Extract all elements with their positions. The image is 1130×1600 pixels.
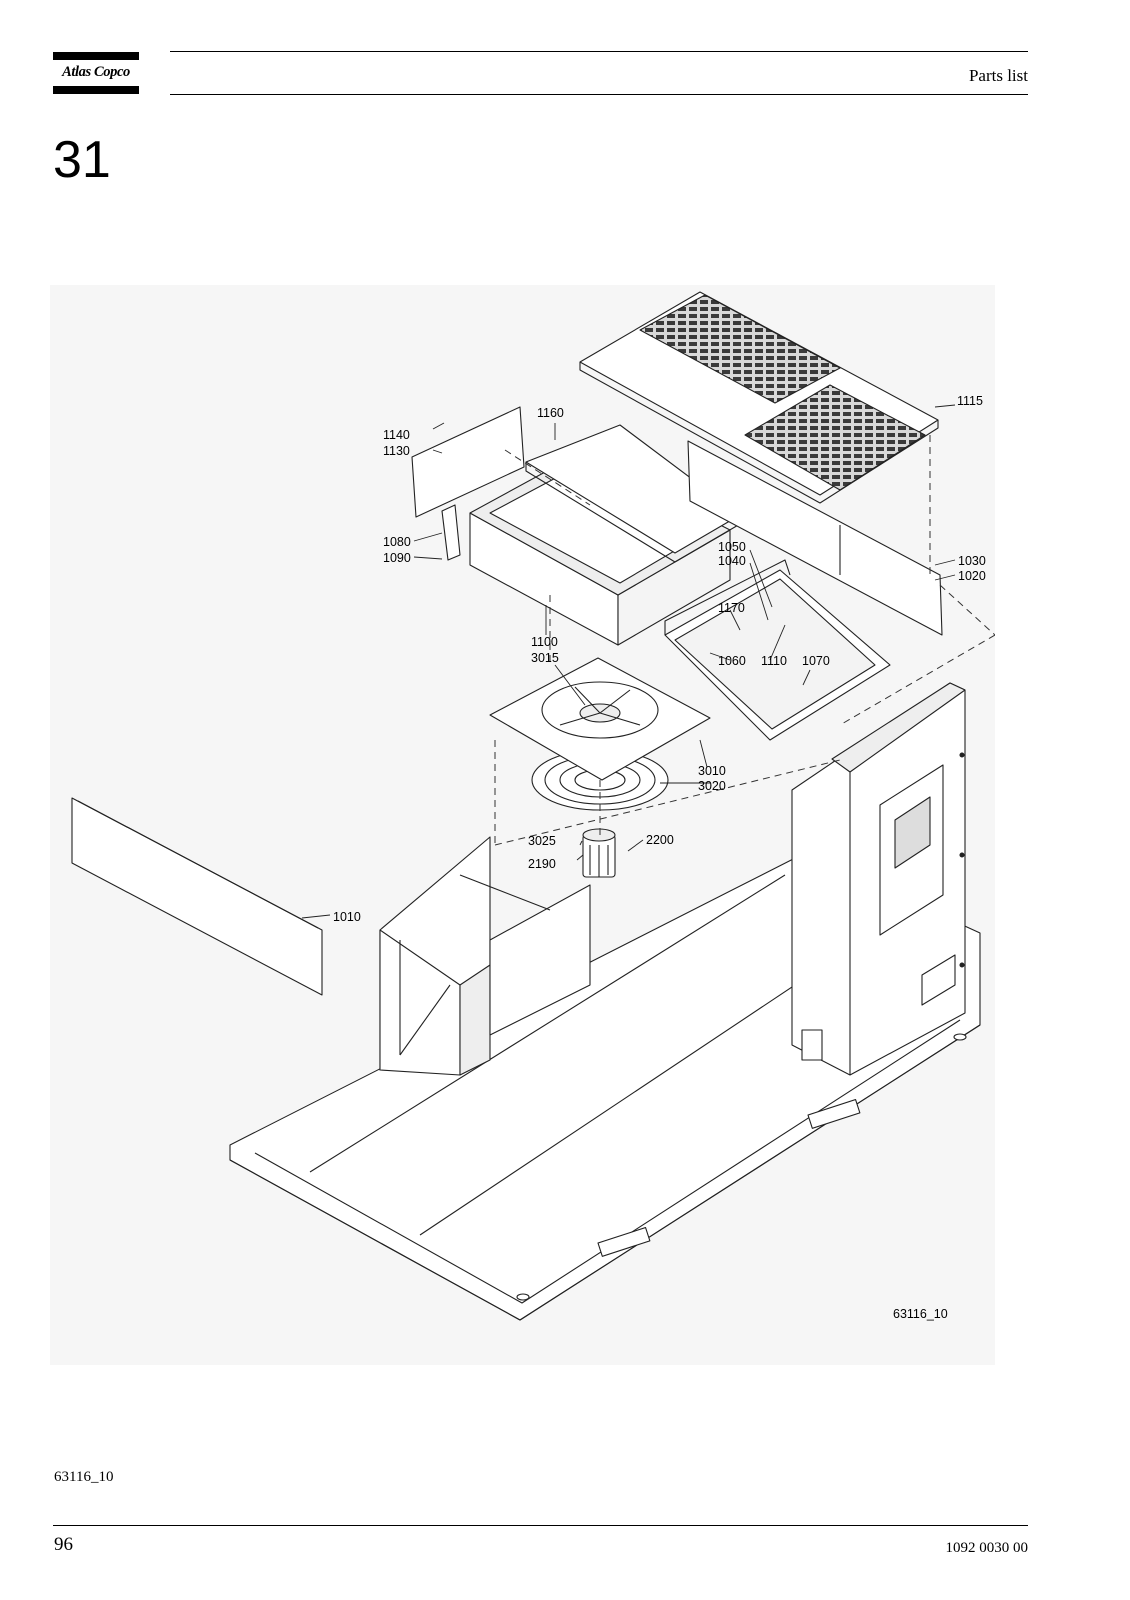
callout-2200: 2200 [646,833,674,847]
enclosure-box [469,452,731,646]
exploded-parts-drawing: 1010 1020 1030 1040 1050 1060 1070 1080 … [50,285,995,1365]
callout-3015: 3015 [531,651,559,665]
rear-panel-1030 [687,440,943,636]
header-title: Parts list [968,66,1028,85]
callout-1070: 1070 [802,654,830,668]
document-number: 1092 0030 00 [945,1540,1029,1556]
logo-wordmark: Atlas Copco [62,64,130,80]
callout-1100: 1100 [531,635,558,649]
callout-1040: 1040 [718,554,746,568]
callout-1050: 1050 [718,540,746,554]
callout-1020: 1020 [958,569,986,583]
figure-caption: 63116_10 [54,1469,114,1485]
callout-1030: 1030 [958,554,986,568]
callout-1160: 1160 [537,406,564,420]
section-number: 31 [53,131,111,189]
cooler-frame [379,836,591,1076]
bracket-1080 [441,504,461,561]
callout-1060: 1060 [718,654,746,668]
fan-plate [489,657,711,781]
callout-1010: 1010 [333,910,361,924]
callout-1110: 1110 [761,654,787,668]
callout-3010: 3010 [698,764,726,778]
header-rule-bottom [170,94,1028,95]
callout-1130: 1130 [383,444,410,458]
header-rule-top [170,51,1028,52]
fan-motor [582,828,616,878]
callout-3020: 3020 [698,779,726,793]
drawing-canvas: 1010 1020 1030 1040 1050 1060 1070 1080 … [50,285,995,1365]
callout-1080: 1080 [383,535,411,549]
control-cabinet [791,682,966,1076]
logo-bar-bottom [53,86,139,94]
callout-1115: 1115 [957,394,983,408]
drawing-id: 63116_10 [893,1307,948,1321]
leader-lines [301,404,956,919]
callout-1140: 1140 [383,428,410,442]
atlas-copco-logo: Atlas Copco [53,52,139,94]
side-panel-1010 [71,797,323,996]
assembly-guides [494,435,995,846]
callout-3025: 3025 [528,834,556,848]
top-grille-panel [579,291,939,504]
footer-rule [53,1525,1028,1526]
callout-1090: 1090 [383,551,411,565]
lower-tray [664,559,891,741]
logo-bar-top [53,52,139,60]
page-number: 96 [54,1534,73,1555]
callout-2190: 2190 [528,857,556,871]
callout-1170: 1170 [718,601,745,615]
side-panel-1130 [411,406,525,518]
